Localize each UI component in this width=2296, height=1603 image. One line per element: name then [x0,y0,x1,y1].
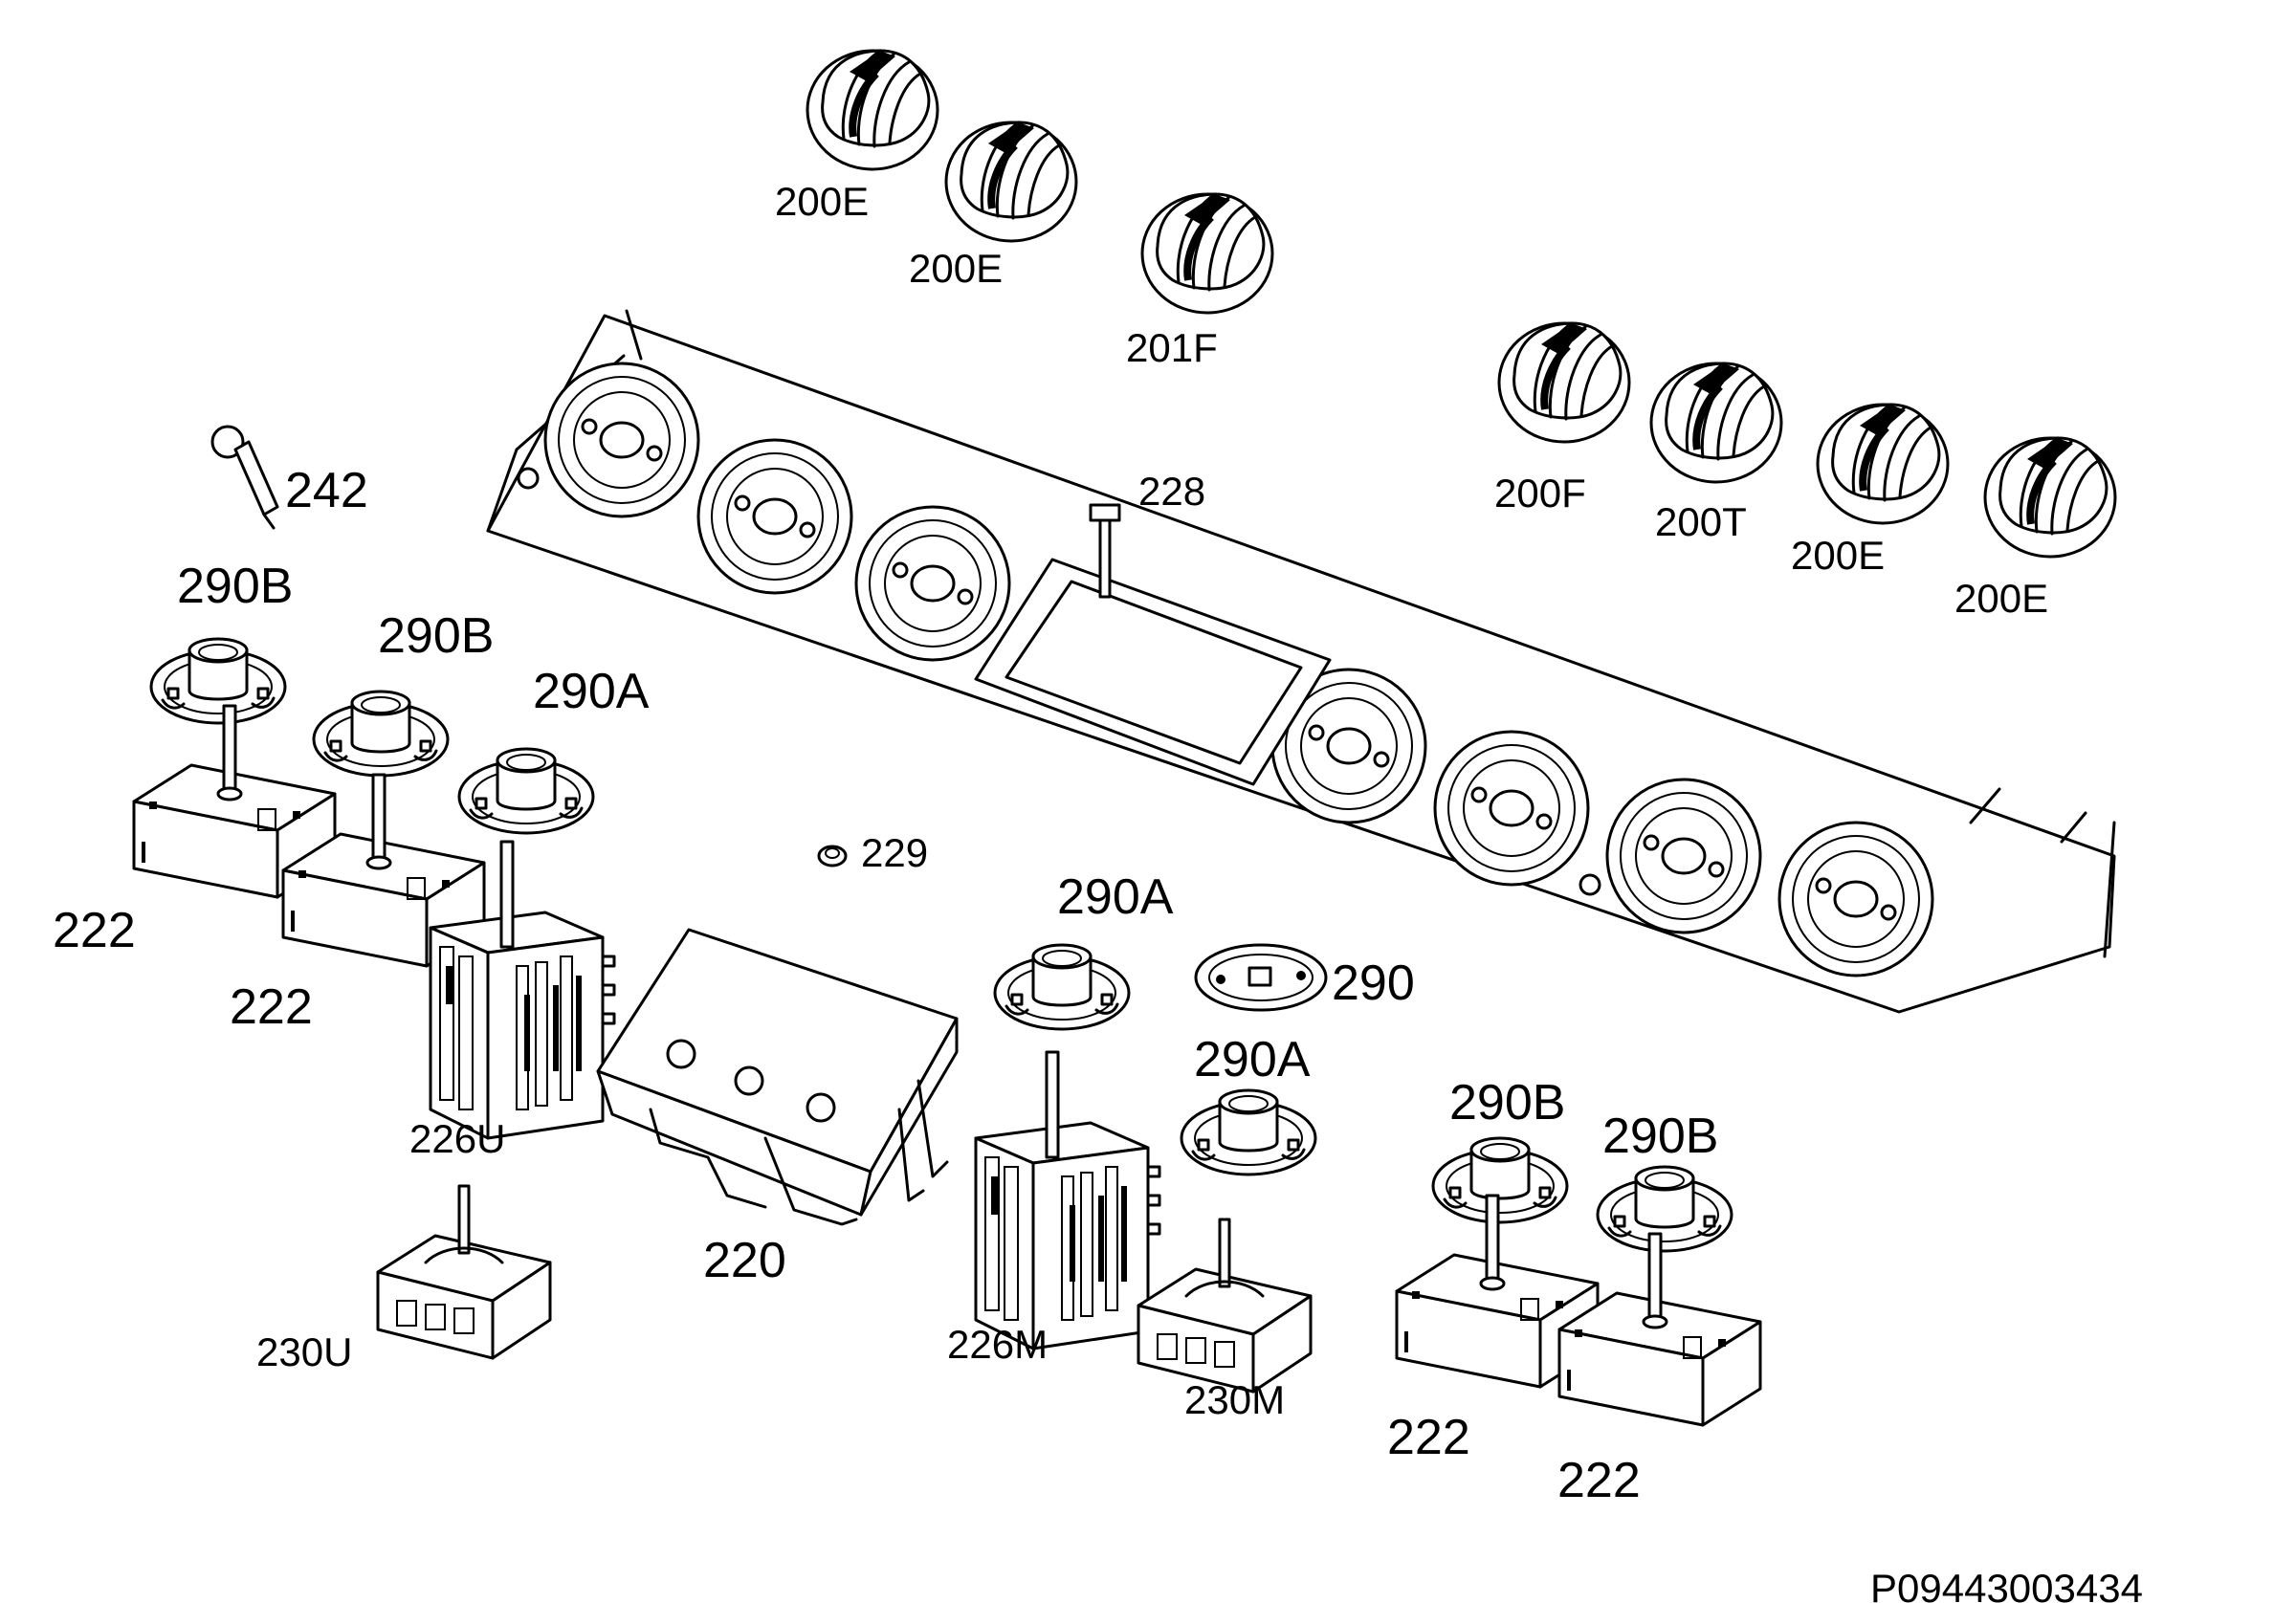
label-k3: 201F [1126,325,1218,370]
label-k6: 200E [1791,533,1885,578]
label-b3: 290A [533,664,650,719]
control-panel [486,309,2116,1014]
bezel-290b-2 [312,690,450,778]
thermostat-230m [1137,1218,1313,1394]
label-p242: 242 [285,463,368,518]
knob-200e-2 [946,122,1076,241]
label-b2: 290B [378,608,494,664]
label-k4: 200F [1494,471,1586,516]
label-b1: 290B [177,559,293,614]
label-p229: 229 [861,830,928,875]
label-b4: 290A [1057,869,1174,925]
label-b7: 290B [1449,1075,1565,1131]
label-r2: 222 [230,979,313,1035]
display-window [974,558,1332,786]
label-b6: 290A [1194,1032,1311,1087]
label-k5: 200T [1655,499,1747,544]
bezel-290b-4 [1596,1165,1733,1253]
drawing-number: P09443003434 [1870,1566,2143,1603]
nut-229 [817,845,848,867]
label-k7: 200E [1954,576,2048,621]
label-k2: 200E [909,246,1003,291]
label-r4: 222 [1557,1453,1641,1508]
label-p220: 220 [703,1233,786,1288]
label-t1: 230U [256,1329,352,1374]
label-s1: 226U [409,1116,505,1161]
bezel-290b-3 [1431,1136,1569,1224]
knob-200e-4 [1985,438,2115,557]
label-b5: 290 [1332,955,1415,1011]
lamp-242 [210,425,279,530]
knob-200e-1 [807,51,938,169]
label-p228: 228 [1138,469,1205,514]
part-labels: 200E 200E 201F 200F 200T 200E 200E 228 2… [53,179,2143,1603]
knob-200f [1499,323,1629,442]
thermostat-230u [376,1184,552,1360]
selector-226m [974,1050,1161,1350]
knob-201f [1142,194,1272,313]
bezel-290a-2 [993,943,1131,1031]
label-t2: 230M [1184,1377,1285,1422]
label-s2: 226M [947,1322,1048,1367]
label-r1: 222 [53,903,136,958]
bezel-290a-3 [1180,1088,1317,1176]
knob-200t [1651,363,1781,482]
regulator-222-4 [1557,1232,1762,1427]
label-k1: 200E [775,179,869,224]
bezel-290a-1 [457,747,595,835]
bezel-290b-1 [149,637,287,725]
timer-module-220 [596,928,959,1226]
label-b8: 290B [1602,1109,1718,1164]
label-r3: 222 [1387,1410,1470,1465]
knob-200e-3 [1818,405,1948,523]
bezel-290 [1194,943,1328,1012]
screw-228 [1089,503,1121,599]
